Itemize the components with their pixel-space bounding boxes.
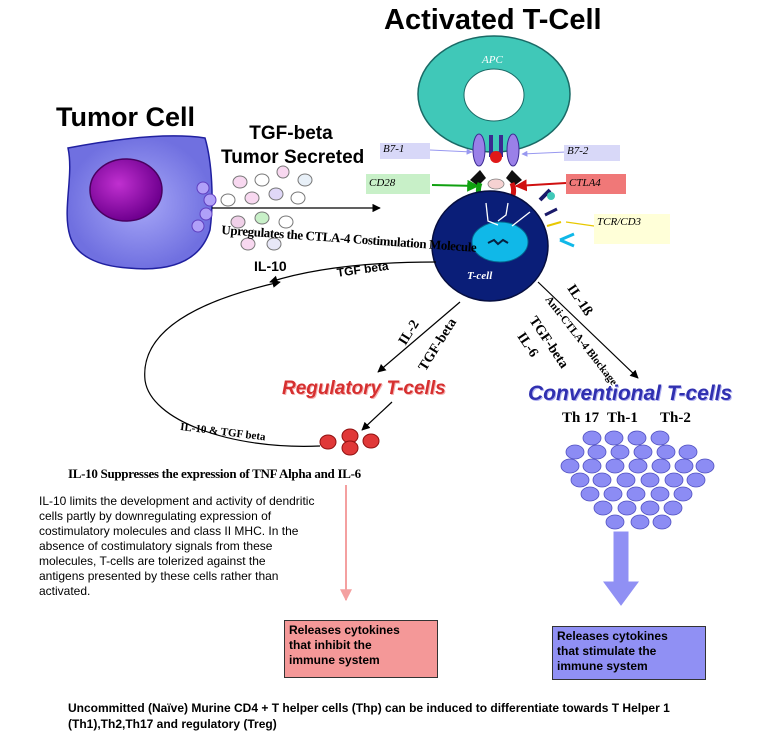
regulatory-tcells-label: Regulatory T-cells bbox=[282, 378, 446, 399]
stimulate-box-line: immune system bbox=[557, 659, 648, 673]
paragraph-line: molecules, T-cells are tolerized against… bbox=[39, 554, 266, 568]
conventional-tcells-label: Conventional T-cells bbox=[528, 382, 733, 405]
tumor-nucleus bbox=[89, 158, 163, 222]
tgf-beta-to-il10-arrow bbox=[269, 261, 437, 284]
paragraph-line: cells partly by downregulating expressio… bbox=[39, 509, 272, 523]
conventional-tcell bbox=[630, 514, 650, 530]
conventional-tcell bbox=[605, 458, 625, 474]
conventional-tcell bbox=[627, 430, 647, 446]
tcr-receptor bbox=[538, 188, 575, 248]
inhibit-box-line: that inhibit the bbox=[289, 638, 372, 652]
conventional-tcell bbox=[604, 430, 624, 446]
inhibit-immune-box: Releases cytokines that inhibit the immu… bbox=[284, 620, 438, 678]
conventional-tcell bbox=[640, 472, 660, 488]
il10-label: IL-10 bbox=[254, 258, 287, 274]
stimulate-box-line: Releases cytokines bbox=[557, 629, 668, 643]
conventional-tcell bbox=[570, 472, 590, 488]
footer-caption: Uncommitted (Naïve) Murine CD4 + T helpe… bbox=[68, 700, 748, 732]
diagram-title: Activated T-Cell bbox=[384, 4, 602, 36]
paragraph-line: costimulatory molecules and class II MHC… bbox=[39, 524, 299, 538]
paragraph-line: antigens presented by these cells rather… bbox=[39, 569, 279, 583]
treg-arrow bbox=[361, 401, 393, 431]
stimulate-down-arrow bbox=[603, 531, 639, 606]
conventional-tcell bbox=[582, 458, 602, 474]
th2-label: Th-2 bbox=[660, 410, 691, 426]
conventional-tcell bbox=[678, 444, 698, 460]
conventional-tcell bbox=[626, 486, 646, 502]
stimulate-box-line: that stimulate the bbox=[557, 644, 657, 658]
b72-tag: B7-2 bbox=[564, 145, 620, 161]
conventional-tcell bbox=[650, 486, 670, 502]
conventional-tcell bbox=[628, 458, 648, 474]
footer-line: (Th1),Th2,Th17 and regulatory (Treg) bbox=[68, 717, 277, 731]
conventional-tcell bbox=[580, 486, 600, 502]
conventional-tcell bbox=[695, 458, 715, 474]
conventional-tcell bbox=[592, 472, 612, 488]
conventional-tcell bbox=[565, 444, 585, 460]
tumor-blebs bbox=[191, 181, 217, 233]
conventional-tcell bbox=[560, 458, 580, 474]
conventional-tcell bbox=[686, 472, 706, 488]
il10-paragraph: IL-10 limits the development and activit… bbox=[39, 494, 339, 599]
tcell-to-conventional-arrow bbox=[537, 281, 639, 379]
paragraph-line: absence of costimulatory signals from th… bbox=[39, 539, 273, 553]
conventional-tcell bbox=[605, 514, 625, 530]
conventional-tcell bbox=[603, 486, 623, 502]
tgf-tumor-secreted-label: TGF-beta bbox=[246, 122, 336, 146]
ctla4-tag: CTLA4 bbox=[566, 174, 626, 194]
conventional-tcell bbox=[616, 472, 636, 488]
th17-label: Th 17 bbox=[562, 410, 600, 426]
conventional-tcell bbox=[650, 430, 670, 446]
conventional-tcell bbox=[593, 500, 613, 516]
conventional-tcell bbox=[674, 458, 694, 474]
inhibit-box-line: Releases cytokines bbox=[289, 623, 400, 637]
conventional-tcell bbox=[633, 444, 653, 460]
paragraph-line: IL-10 limits the development and activit… bbox=[39, 494, 315, 508]
feedback-loop bbox=[144, 279, 321, 447]
conventional-tcell bbox=[640, 500, 660, 516]
apc-label: APC bbox=[482, 54, 503, 66]
conventional-tcell bbox=[587, 444, 607, 460]
tcell-nucleus-mark bbox=[487, 238, 509, 246]
b71-tag: B7-1 bbox=[380, 143, 430, 159]
conventional-tcell bbox=[656, 444, 676, 460]
tgf-vesicles bbox=[220, 165, 313, 251]
il10-suppresses-label: IL-10 Suppresses the expression of TNF A… bbox=[68, 466, 361, 481]
conventional-tcell bbox=[610, 444, 630, 460]
footer-line: Uncommitted (Naïve) Murine CD4 + T helpe… bbox=[68, 701, 670, 715]
conventional-tcell bbox=[673, 486, 693, 502]
tcr-cd3-tag: TCR/CD3 bbox=[594, 214, 670, 244]
tumor-secreted-label: Tumor Secreted bbox=[221, 147, 365, 168]
tumor-cell-label: Tumor Cell bbox=[56, 102, 196, 132]
cd28-tag: CD28 bbox=[366, 174, 430, 194]
paragraph-line: activated. bbox=[39, 584, 91, 598]
apc-nucleus bbox=[463, 68, 525, 122]
conventional-tcell bbox=[651, 458, 671, 474]
tcell-to-treg-arrow bbox=[377, 301, 461, 373]
tgf-label-line: TGF-beta bbox=[249, 123, 333, 144]
treg-cells bbox=[319, 428, 380, 456]
tcell-signal-lines bbox=[485, 202, 531, 227]
conventional-tcell-cluster bbox=[560, 430, 715, 530]
conventional-tcell bbox=[663, 500, 683, 516]
th1-label: Th-1 bbox=[607, 410, 638, 426]
conventional-tcell bbox=[664, 472, 684, 488]
conventional-tcell bbox=[617, 500, 637, 516]
conventional-tcell bbox=[582, 430, 602, 446]
inhibit-box-line: immune system bbox=[289, 653, 380, 667]
tcell-label: T-cell bbox=[467, 270, 493, 282]
conventional-tcell bbox=[652, 514, 672, 530]
stimulate-immune-box: Releases cytokines that stimulate the im… bbox=[552, 626, 706, 680]
